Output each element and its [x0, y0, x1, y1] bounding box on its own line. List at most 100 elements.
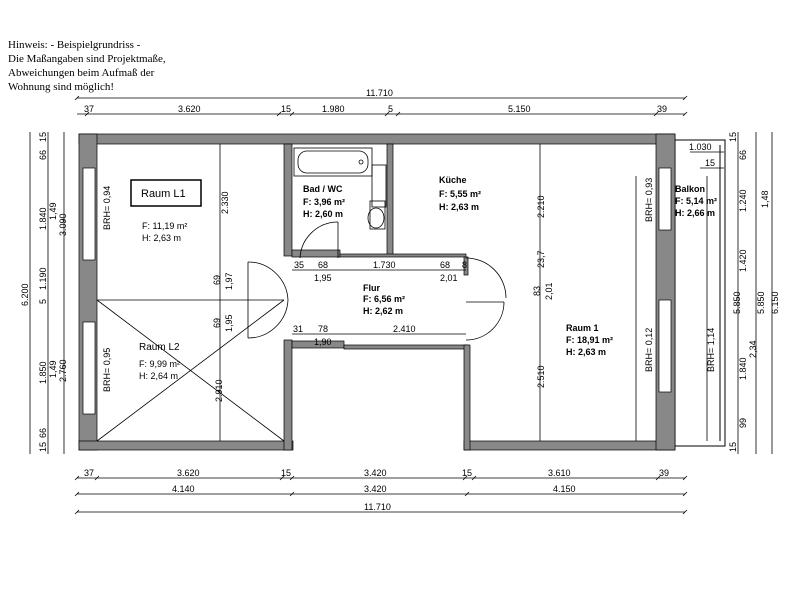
dim-label: 2.510	[536, 365, 546, 388]
room-name: Balkon	[675, 184, 705, 194]
dim-label: 1,95	[224, 314, 234, 332]
room-area: F: 9,99 m²	[139, 359, 180, 369]
room-area: F: 3,96 m²	[303, 197, 345, 207]
dim-label: 1,49	[48, 360, 58, 378]
dim-label: 1.420	[738, 249, 748, 272]
dim-label: 1,97	[224, 272, 234, 290]
dim-label: 1.730	[373, 260, 396, 270]
dim-label: 5.850	[756, 291, 766, 314]
sink	[371, 164, 387, 208]
dim-label: 1,49	[48, 202, 58, 220]
dim-ticks-top	[74, 95, 688, 117]
room-name: Raum L1	[141, 188, 186, 200]
dim-label: 5.150	[508, 104, 531, 114]
dim-label: 1,90	[314, 337, 332, 347]
brh-label: BRH= 0,93	[644, 178, 654, 222]
brh-label: BRH= 0,94	[102, 186, 112, 230]
dim-label: 39	[659, 468, 669, 478]
dim-label: 66	[738, 150, 748, 160]
room-height: H: 2,60 m	[303, 209, 343, 219]
dim-label: 4.150	[553, 484, 576, 494]
dim-label: 3.610	[548, 468, 571, 478]
room-area: F: 11,19 m²	[142, 221, 187, 231]
dim-label: 37	[84, 468, 94, 478]
dim-label: 15	[462, 468, 472, 478]
dim-label: 66	[38, 150, 48, 160]
dim-label: 8	[462, 260, 467, 270]
dim-label: 15	[705, 158, 715, 168]
toilet	[369, 200, 386, 230]
dim-label: 1,95	[314, 273, 332, 283]
windows	[82, 167, 672, 415]
dim-label: 2,01	[440, 273, 458, 283]
dim-label: 35	[294, 260, 304, 270]
room-height: H: 2,66 m	[675, 208, 715, 218]
dim-label: 5	[388, 104, 393, 114]
dim-label: 2,34	[748, 340, 758, 358]
dim-label: 78	[318, 324, 328, 334]
dim-label: 6.150	[770, 291, 780, 314]
dim-label: 15	[728, 132, 738, 142]
bathtub-drain	[358, 159, 364, 165]
dim-label: 15	[38, 442, 48, 452]
room-area: F: 5,55 m²	[439, 189, 481, 199]
room-name-box	[130, 179, 202, 207]
room-height: H: 2,63 m	[142, 233, 181, 243]
dim-label: 2,01	[544, 282, 554, 300]
dim-label: 1.840	[38, 207, 48, 230]
dim-label-left-total: 6.200	[20, 283, 30, 306]
dim-label: 66	[38, 428, 48, 438]
dim-label: 15	[281, 468, 291, 478]
room-name: Bad / WC	[303, 184, 343, 194]
dim-label: 99	[738, 418, 748, 428]
dim-label: 31	[293, 324, 303, 334]
dim-label: 39	[657, 104, 667, 114]
dim-label-bottom-total: 11.710	[364, 502, 391, 512]
dim-label: 1.850	[38, 361, 48, 384]
dim-label: 23,7	[536, 250, 546, 268]
dim-label: 68	[318, 260, 328, 270]
dim-label: 2.760	[58, 359, 68, 382]
dim-label: 83	[532, 286, 542, 296]
note-line: Hinweis: - Beispielgrundriss -	[8, 39, 141, 51]
room-height: H: 2,63 m	[566, 347, 606, 357]
dim-label-top-total: 11.710	[366, 88, 393, 98]
note-line: Die Maßangaben sind Projektmaße,	[8, 53, 166, 65]
cross-line	[96, 299, 285, 442]
doors	[247, 221, 507, 341]
dim-label: 15	[728, 442, 738, 452]
room-height: H: 2,64 m	[139, 371, 178, 381]
dim-label: 3.620	[178, 104, 201, 114]
dim-label: 4.140	[172, 484, 195, 494]
room-name: Küche	[439, 175, 467, 185]
toilet-bowl	[367, 207, 385, 229]
dim-label: 69	[212, 275, 222, 285]
dim-label: 3.620	[177, 468, 200, 478]
dim-label: 1.030	[689, 142, 712, 152]
dim-label: 2.210	[536, 195, 546, 218]
dim-label: 5	[38, 299, 48, 304]
dim-label: 69	[212, 318, 222, 328]
dim-label: 2.330	[220, 191, 230, 214]
note-line: Wohnung sind möglich!	[8, 81, 115, 93]
bathtub-basin	[297, 150, 369, 174]
dim-label: 1.190	[38, 267, 48, 290]
disclaimer-note: Hinweis: - Beispielgrundriss - Die Maßan…	[8, 38, 238, 94]
dim-label: 68	[440, 260, 450, 270]
dim-label: 2.910	[214, 379, 224, 402]
dim-label: 3.420	[364, 484, 387, 494]
dim-label: 1.240	[738, 189, 748, 212]
brh-label: BRH= 0,95	[102, 348, 112, 392]
room-height: H: 2,63 m	[439, 202, 479, 212]
room-area: F: 6,56 m²	[363, 294, 405, 304]
dim-label: 15	[281, 104, 291, 114]
dim-label: 3.090	[58, 213, 68, 236]
dim-label: 5.850	[732, 291, 742, 314]
room-area: F: 18,91 m²	[566, 335, 613, 345]
room-name: Flur	[363, 283, 380, 293]
dim-label: 2.410	[393, 324, 416, 334]
bathroom-fixtures	[293, 147, 387, 230]
dim-label: 15	[38, 132, 48, 142]
brh-label: BRH= 0,12	[644, 328, 654, 372]
